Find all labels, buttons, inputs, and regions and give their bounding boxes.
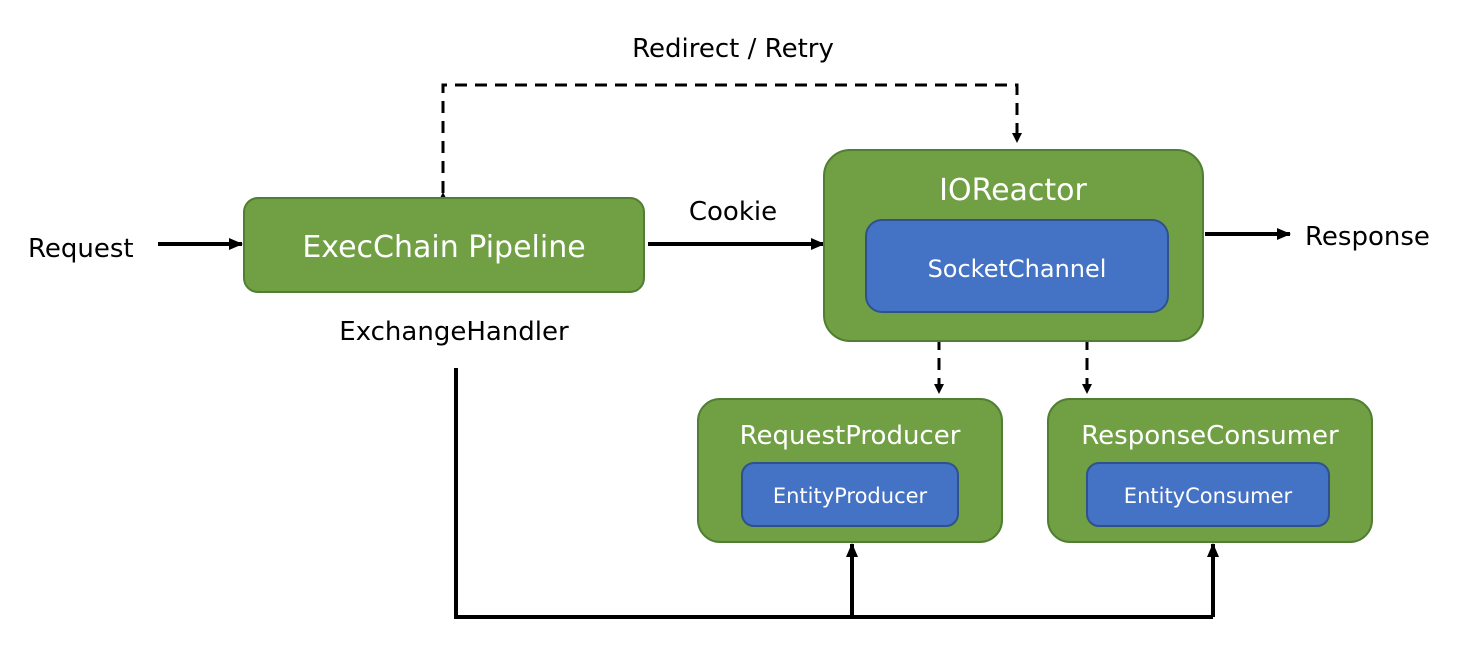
response-consumer-label: ResponseConsumer	[1081, 421, 1339, 451]
exec-chain-pipeline-label: ExecChain Pipeline	[302, 230, 585, 265]
exchange-handler-connector	[454, 368, 1213, 619]
redirect-retry-label: Redirect / Retry	[632, 34, 834, 64]
exec-chain-pipeline-node: ExecChain Pipeline	[243, 197, 645, 293]
socket-channel-label: SocketChannel	[928, 255, 1107, 283]
entity-consumer-node: EntityConsumer	[1086, 462, 1330, 527]
io-reactor-node: IOReactor SocketChannel	[823, 149, 1204, 342]
redirect-retry-connector	[438, 83, 1022, 202]
socket-channel-node: SocketChannel	[865, 219, 1169, 313]
exchange-handler-label: ExchangeHandler	[339, 317, 569, 347]
entity-producer-label: EntityProducer	[773, 484, 928, 508]
request-producer-node: RequestProducer EntityProducer	[697, 398, 1003, 543]
request-label: Request	[28, 234, 134, 264]
response-label: Response	[1305, 222, 1430, 252]
cookie-label: Cookie	[689, 197, 777, 227]
io-reactor-label: IOReactor	[939, 173, 1087, 208]
response-consumer-node: ResponseConsumer EntityConsumer	[1047, 398, 1373, 543]
request-producer-label: RequestProducer	[740, 421, 961, 451]
entity-producer-node: EntityProducer	[741, 462, 959, 527]
entity-consumer-label: EntityConsumer	[1124, 484, 1293, 508]
